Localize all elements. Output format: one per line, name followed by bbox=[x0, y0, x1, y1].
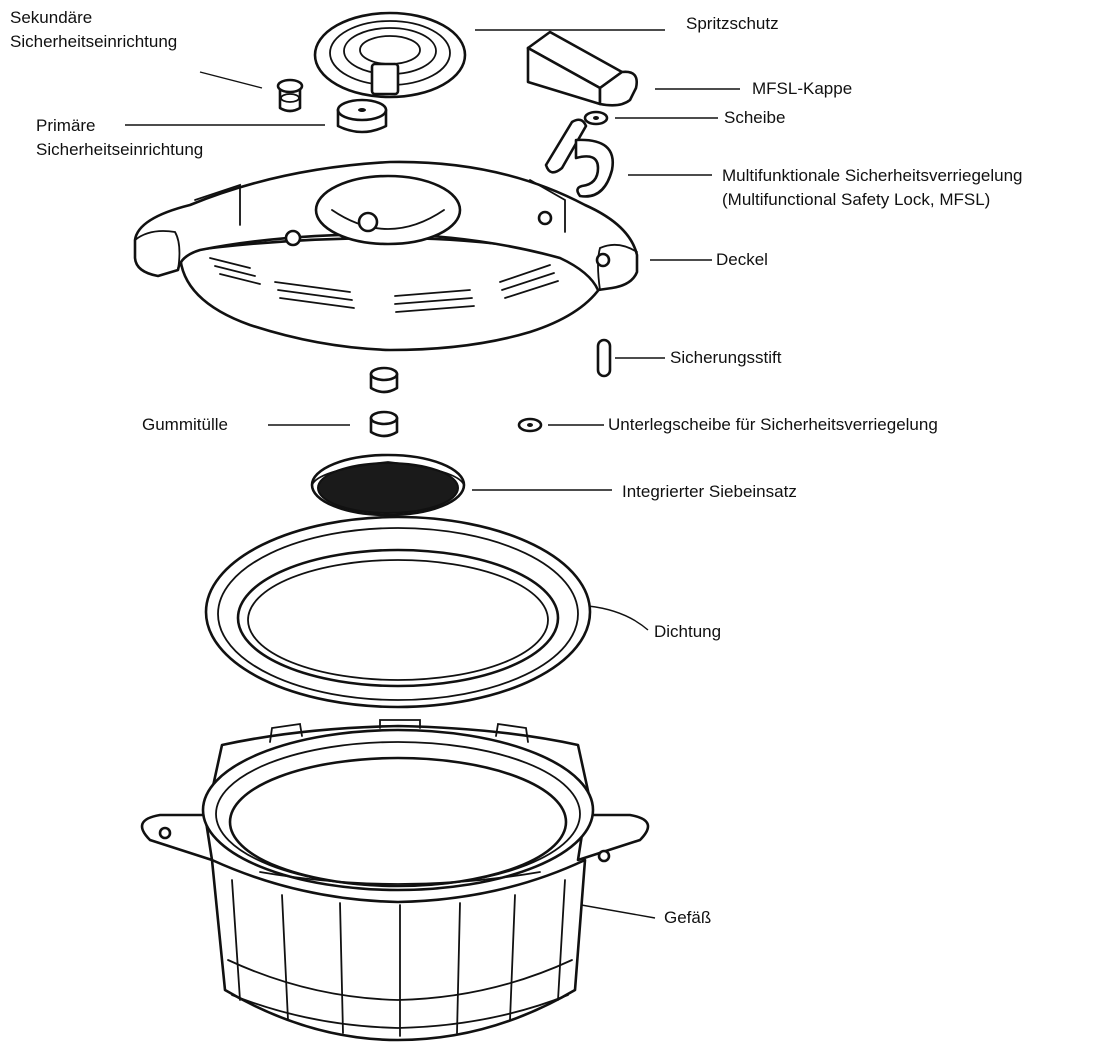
label-mfsl-line1: Multifunktionale Sicherheitsverriegelung bbox=[722, 166, 1023, 185]
label-secondary-safety-line2: Sicherheitseinrichtung bbox=[10, 32, 178, 51]
label-splash-guard: Spritzschutz bbox=[686, 14, 779, 33]
lock-washer-part bbox=[517, 417, 543, 433]
locking-pin-part bbox=[596, 338, 612, 378]
strainer-part bbox=[310, 453, 466, 517]
gasket-part bbox=[204, 515, 592, 709]
leader-secondary-safety bbox=[199, 71, 263, 89]
leader-gasket bbox=[587, 605, 649, 631]
secondary-safety-device-part bbox=[276, 78, 304, 113]
leader-pot bbox=[569, 902, 656, 919]
label-secondary-safety-line1: Sekundäre bbox=[10, 8, 93, 27]
label-primary-safety-line2: Sicherheitseinrichtung bbox=[36, 140, 204, 159]
label-washer: Scheibe bbox=[724, 108, 786, 127]
label-lock-washer: Unterlegscheibe für Sicherheitsverriegel… bbox=[608, 415, 938, 434]
mfsl-part bbox=[544, 118, 615, 198]
mfsl-cap-part bbox=[526, 30, 638, 107]
label-mfsl-cap: MFSL-Kappe bbox=[752, 79, 853, 98]
label-strainer: Integrierter Siebeinsatz bbox=[622, 482, 797, 501]
label-pot: Gefäß bbox=[664, 908, 712, 927]
label-lid: Deckel bbox=[716, 250, 768, 269]
pot-part bbox=[140, 719, 650, 1042]
label-primary-safety-line1: Primäre bbox=[36, 116, 96, 135]
primary-safety-device-part bbox=[336, 98, 388, 134]
washer-part bbox=[583, 110, 609, 126]
label-primary-safety-device: Primäre Sicherheitseinrichtung bbox=[36, 114, 203, 162]
label-mfsl-line2: (Multifunctional Safety Lock, MFSL) bbox=[722, 190, 991, 209]
label-rubber-grommet: Gummitülle bbox=[142, 415, 228, 434]
label-locking-pin: Sicherungsstift bbox=[670, 348, 782, 367]
label-gasket: Dichtung bbox=[654, 622, 722, 641]
label-secondary-safety-device: Sekundäre Sicherheitseinrichtung bbox=[10, 6, 177, 54]
rubber-grommet-parts bbox=[369, 366, 399, 438]
leader-lines bbox=[125, 29, 740, 919]
splash-guard-part bbox=[313, 11, 467, 99]
label-mfsl: Multifunktionale Sicherheitsverriegelung… bbox=[722, 164, 1023, 212]
lid-part bbox=[133, 160, 639, 352]
